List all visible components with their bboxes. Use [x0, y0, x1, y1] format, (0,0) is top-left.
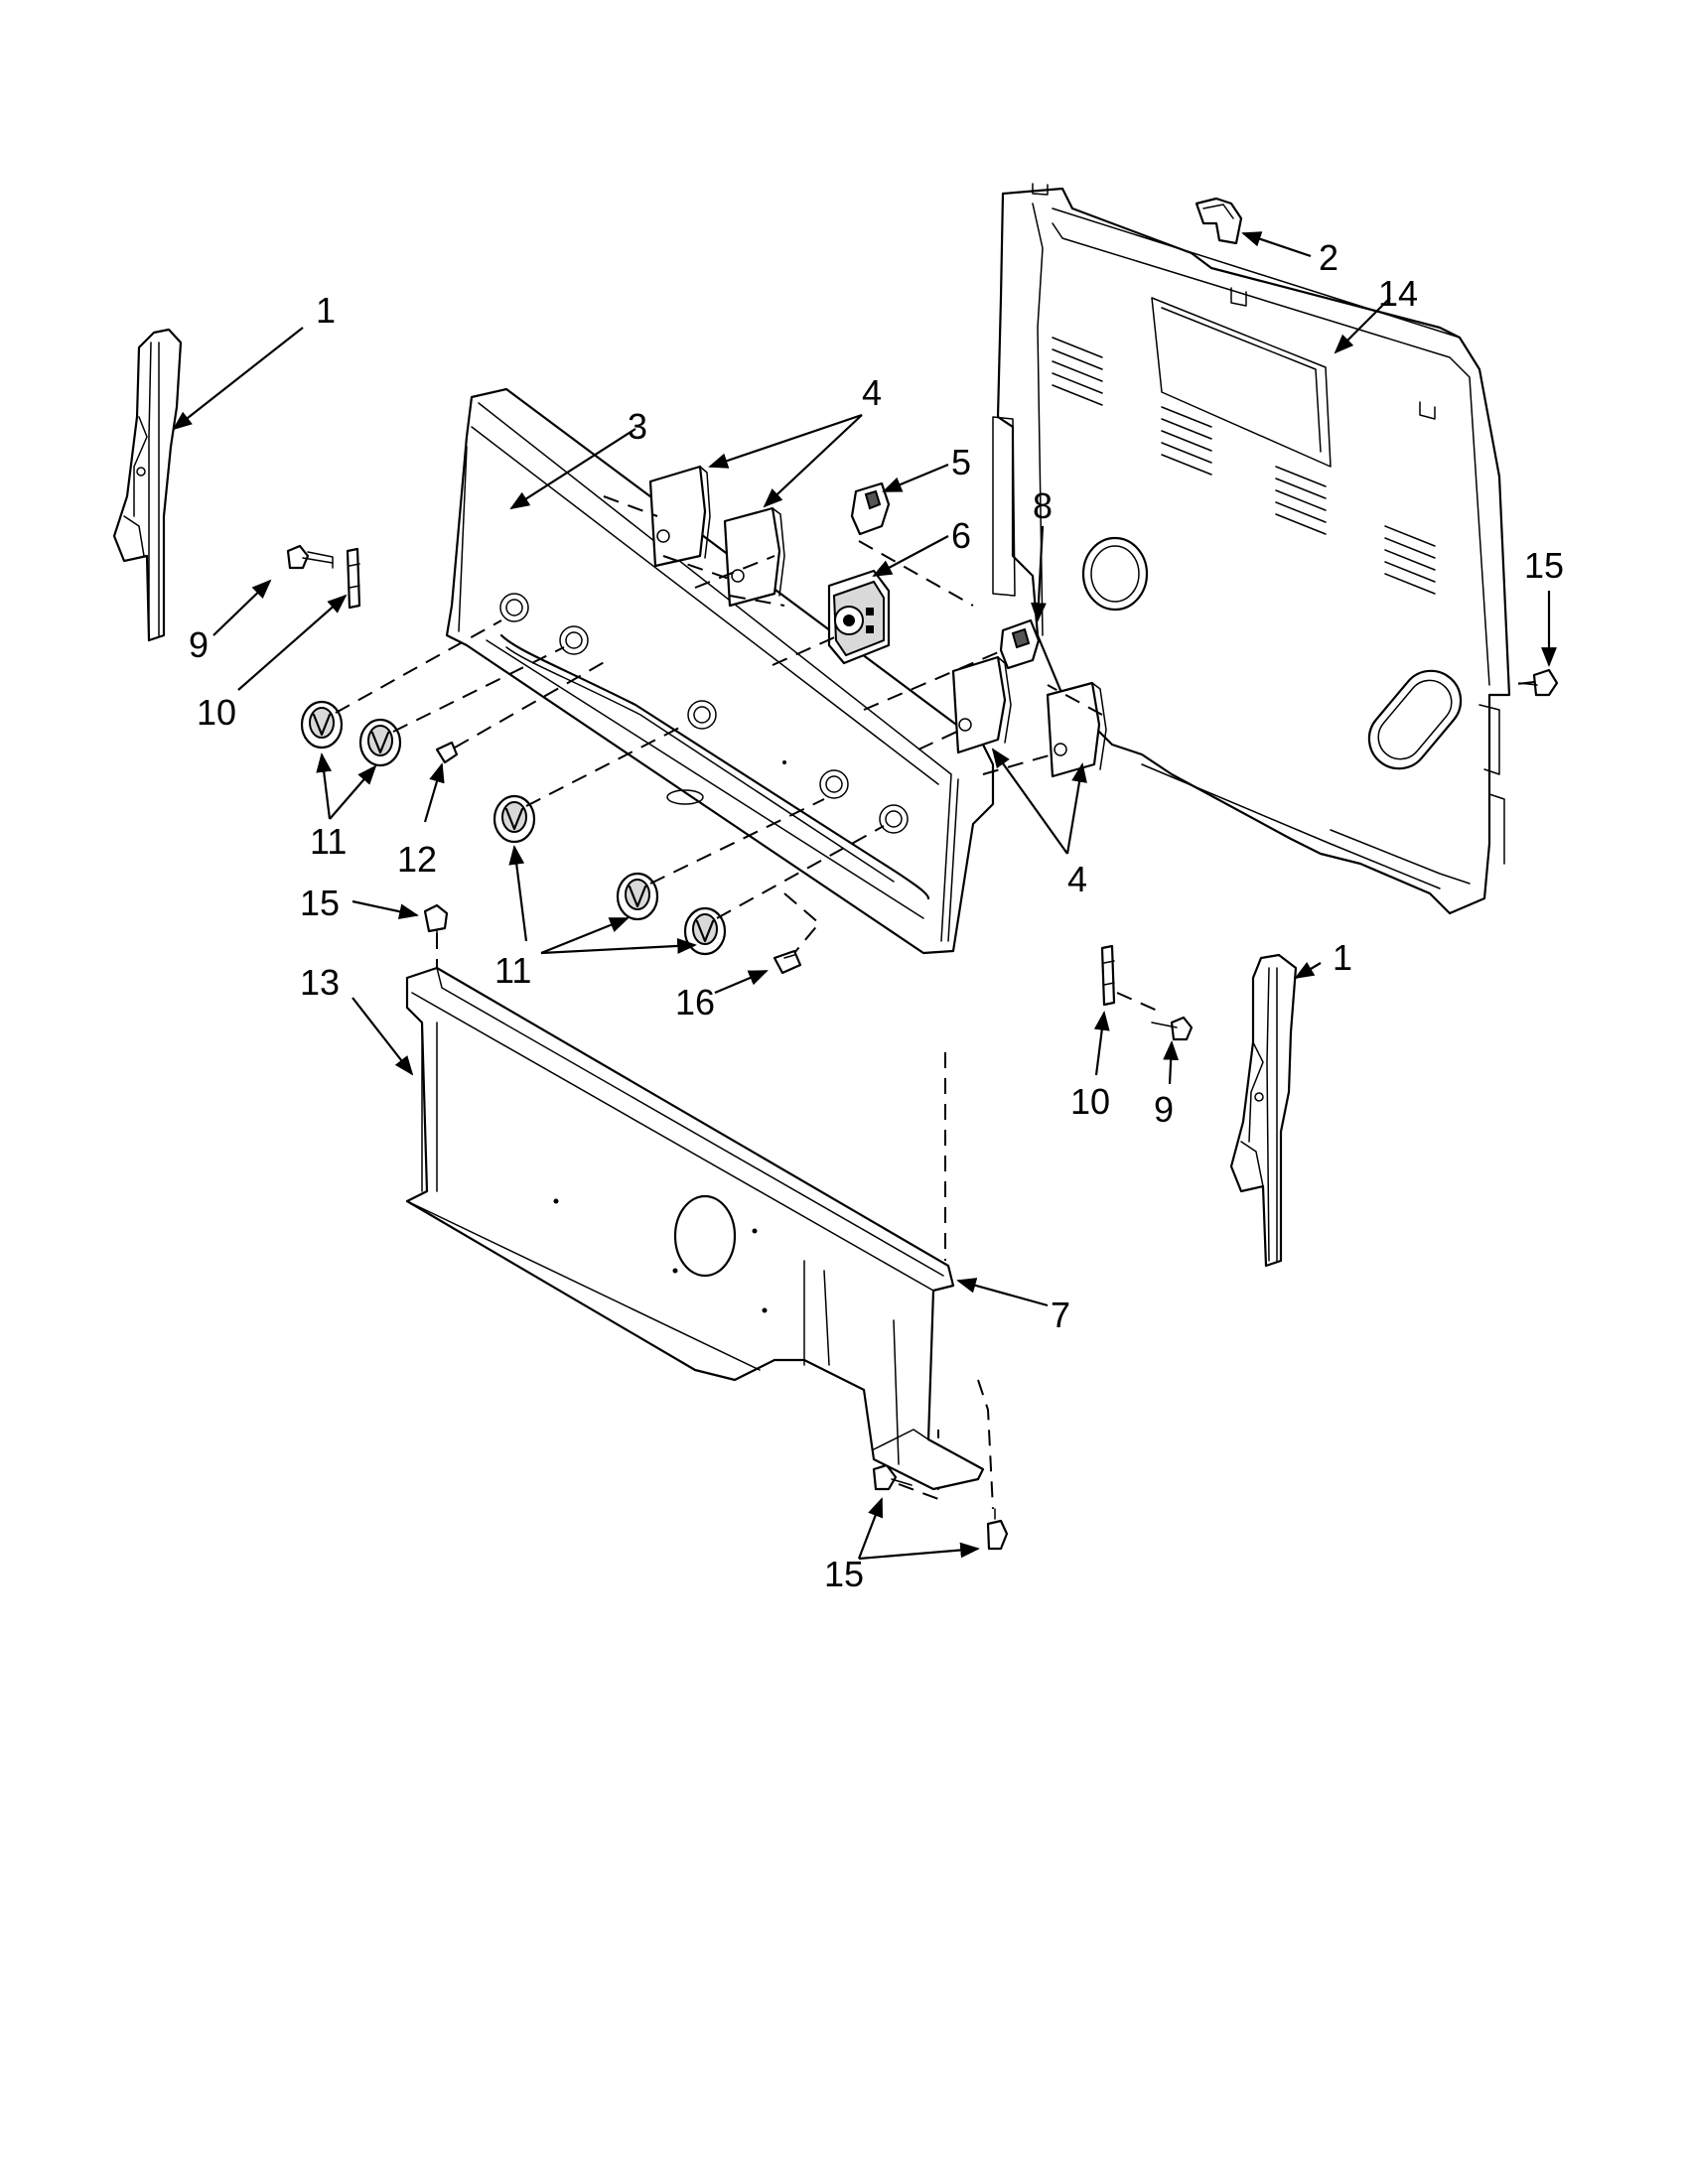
leader-lines: [172, 231, 1557, 1561]
rocker-switch-part-5: [850, 481, 891, 536]
clip-part-2: [1195, 197, 1243, 245]
callout-14: 14: [1378, 273, 1418, 314]
rocker-switch-part-8: [999, 618, 1041, 670]
callout-12: 12: [397, 839, 437, 880]
screw-part-9-right: [1151, 1016, 1194, 1041]
callout-16: 16: [675, 982, 715, 1023]
callout-11-left: 11: [310, 821, 347, 862]
screw-part-15-left: [423, 903, 449, 944]
clip-part-10-left: [346, 547, 361, 610]
knob-group-left: [300, 700, 402, 767]
callout-9-right: 9: [1154, 1089, 1174, 1130]
callout-4-bottom: 4: [1067, 859, 1087, 899]
callout-15-right: 15: [1524, 545, 1564, 586]
knob: [358, 718, 402, 767]
callout-13: 13: [300, 962, 340, 1003]
callout-15-left: 15: [300, 883, 340, 923]
clip-part-10-right: [1100, 944, 1116, 1007]
manifold-panel: [405, 966, 985, 1491]
callout-9-left: 9: [189, 624, 209, 665]
callout-2: 2: [1319, 237, 1338, 278]
callout-4-top: 4: [862, 372, 882, 413]
screw-part-15-right: [1518, 668, 1559, 697]
knob: [616, 872, 659, 921]
infinite-switch-bottom-2: [1046, 681, 1107, 778]
infinite-switch-bottom-1: [951, 655, 1012, 754]
infinite-switch-top-1: [648, 465, 711, 568]
callout-labels: 1 2 14 3 4 5 6 8 15 9 10 11 12 4 15 11 1…: [189, 237, 1564, 1594]
knob: [492, 794, 536, 844]
infinite-switch-top-2: [723, 506, 785, 608]
callout-6: 6: [951, 515, 971, 556]
callout-15-bottom: 15: [824, 1554, 864, 1594]
control-panel: [445, 387, 995, 955]
knob-group-bottom: [492, 794, 727, 956]
clock-timer-part-6: [827, 569, 891, 665]
screw-part-9-left: [286, 544, 334, 570]
callout-10-right: 10: [1070, 1081, 1110, 1122]
screw-part-15-bottom-1: [872, 1463, 913, 1491]
callout-7: 7: [1051, 1295, 1070, 1335]
side-bracket-right: [1229, 953, 1298, 1268]
callout-11-bottom: 11: [494, 950, 531, 991]
rear-panel: [992, 183, 1511, 915]
knob: [300, 700, 344, 750]
callout-10-left: 10: [197, 692, 236, 733]
screw-part-12: [435, 741, 459, 764]
callout-1-left: 1: [316, 290, 336, 331]
knob: [683, 906, 727, 956]
callout-1-right: 1: [1333, 937, 1352, 978]
callout-8: 8: [1033, 485, 1053, 526]
side-bracket-left: [112, 328, 183, 642]
screw-part-15-bottom-2: [986, 1508, 1009, 1551]
screw-part-16: [773, 949, 802, 975]
callout-3: 3: [628, 406, 647, 447]
callout-5: 5: [951, 442, 971, 482]
